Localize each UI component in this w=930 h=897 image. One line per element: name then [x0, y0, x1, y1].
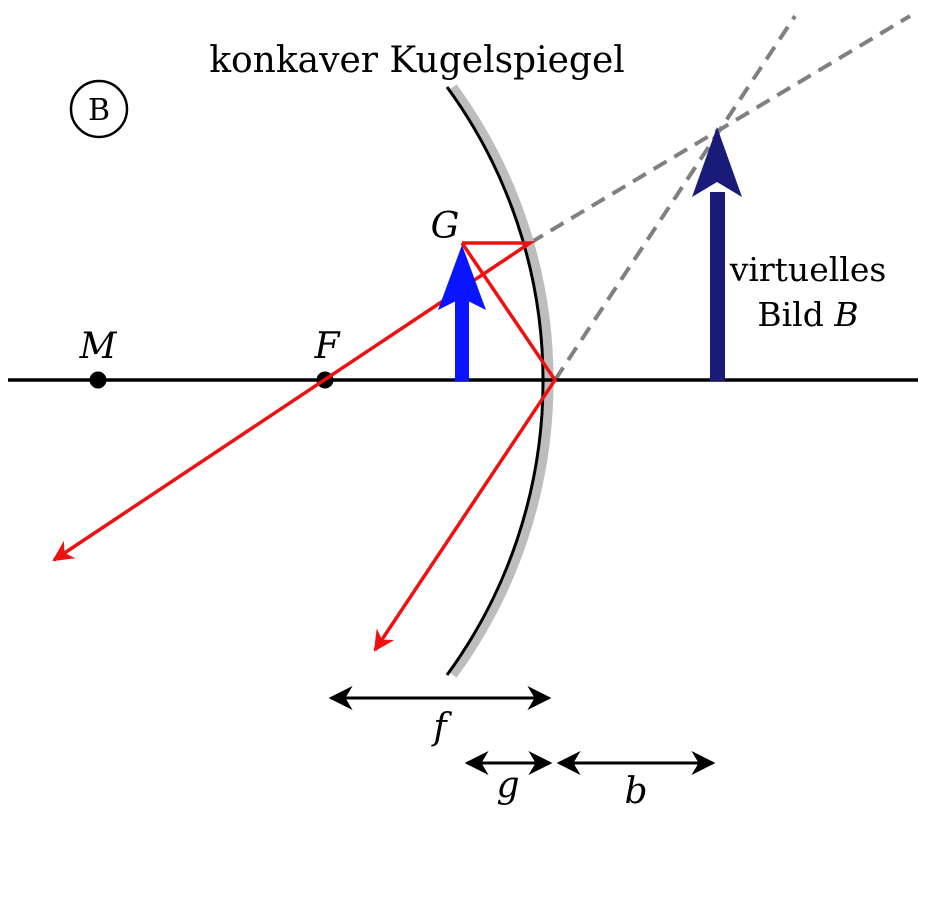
mirror-title: konkaver Kugelspiegel [209, 40, 625, 81]
focal-label: F [314, 326, 342, 367]
object-arrow: G [431, 206, 486, 381]
object-arrow-shaft [455, 298, 469, 381]
virtual-rays [528, 14, 912, 382]
badge-circle [69, 79, 129, 139]
dimension-b-label: b [624, 771, 647, 812]
virtual-ray-center [553, 14, 797, 382]
ray-parallel-reflected [52, 241, 536, 562]
dimension-f-label: f [430, 707, 452, 748]
badge-label: B [88, 93, 110, 128]
center-dot [89, 371, 107, 389]
figure-badge: B [69, 79, 129, 139]
dimension-b: b [556, 751, 716, 812]
center-label: M [79, 326, 118, 367]
dimension-g-label: g [496, 765, 519, 806]
dimension-g: g [464, 751, 553, 806]
object-arrow-head [438, 245, 486, 310]
dimension-f: f [328, 686, 552, 748]
object-label: G [431, 206, 460, 247]
image-arrow [692, 127, 742, 381]
image-arrow-head [692, 127, 742, 197]
image-label-var: B [833, 295, 858, 334]
image-label-line1: virtuelles [729, 250, 887, 289]
image-arrow-shaft [710, 192, 725, 381]
center-point-m: M [79, 326, 118, 389]
image-label-line2: Bild B [757, 295, 858, 334]
real-rays [52, 241, 558, 652]
ray-vertex-reflected [373, 242, 558, 652]
image-label-prefix: Bild [757, 295, 834, 334]
